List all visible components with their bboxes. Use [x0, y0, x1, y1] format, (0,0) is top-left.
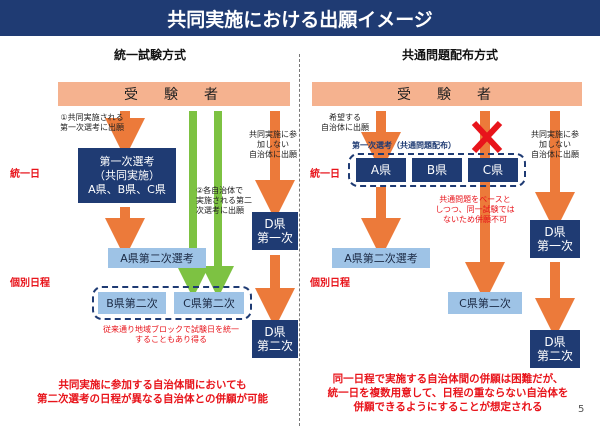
- b-second-box: B県第二次: [98, 292, 166, 314]
- row-label-unified-day-right: 統一日: [310, 169, 340, 180]
- right-conclusion: 同一日程で実施する自治体間の併願は困難だが、 統一日を複数用意して、日程の重なら…: [327, 373, 569, 413]
- c-pref-box: C県: [468, 158, 518, 182]
- a-second-box-right: A県第二次選考: [332, 248, 430, 268]
- row-label-individual-left: 個別日程: [10, 278, 50, 289]
- d-first-box-left: D県 第一次: [252, 212, 298, 250]
- note-nonparticipant-left: 共同実施に参 加しない 自治体に出願: [249, 130, 297, 159]
- examinee-bar-left: 受 験 者: [58, 82, 290, 106]
- d-second-box-right: D県 第二次: [530, 330, 580, 368]
- a-pref-box: A県: [356, 158, 406, 182]
- section-divider: [299, 54, 300, 426]
- row-label-unified-day-left: 統一日: [10, 169, 40, 180]
- c-second-box-left: C県第二次: [174, 292, 244, 314]
- second-exam-group-left: [92, 286, 252, 320]
- c-second-box-right: C県第二次: [448, 292, 522, 314]
- common-problem-note: 共通問題をベースと しつつ、同一試験では ないため併願不可: [435, 195, 515, 224]
- first-exam-joint-box: 第一次選考 （共同実施） A県、B県、C県: [78, 148, 176, 203]
- first-exam-common-label: 第一次選考（共通問題配布）: [352, 141, 456, 150]
- b-pref-box: B県: [412, 158, 462, 182]
- first-exam-group-right: [348, 153, 526, 187]
- row-label-individual-right: 個別日程: [310, 278, 350, 289]
- left-conclusion: 共同実施に参加する自治体間においても 第二次選考の日程が異なる自治体との併願が可…: [37, 379, 268, 405]
- same-day-note: 従来通り地域ブロックで試験日を統一 することもあり得る: [103, 325, 239, 344]
- cross-icon: [471, 120, 503, 154]
- page-number: 5: [578, 404, 585, 415]
- note-nonparticipant-right: 共同実施に参 加しない 自治体に出願: [531, 130, 579, 159]
- a-second-box-left: A県第二次選考: [108, 248, 206, 268]
- left-heading: 統一試験方式: [113, 47, 186, 62]
- right-heading: 共通問題配布方式: [401, 47, 498, 62]
- note-joint-application: ①共同実施される 第一次選考に出願: [60, 113, 124, 132]
- page-title: 共同実施における出願イメージ: [0, 0, 600, 36]
- d-second-box-left: D県 第二次: [252, 320, 298, 358]
- note-wishing-application: 希望する 自治体に出願: [321, 113, 369, 132]
- examinee-bar-right: 受 験 者: [312, 82, 582, 106]
- note-each-application: ②各自治体で 実施される第二 次選考に出願: [196, 186, 252, 215]
- d-first-box-right: D県 第一次: [530, 220, 580, 258]
